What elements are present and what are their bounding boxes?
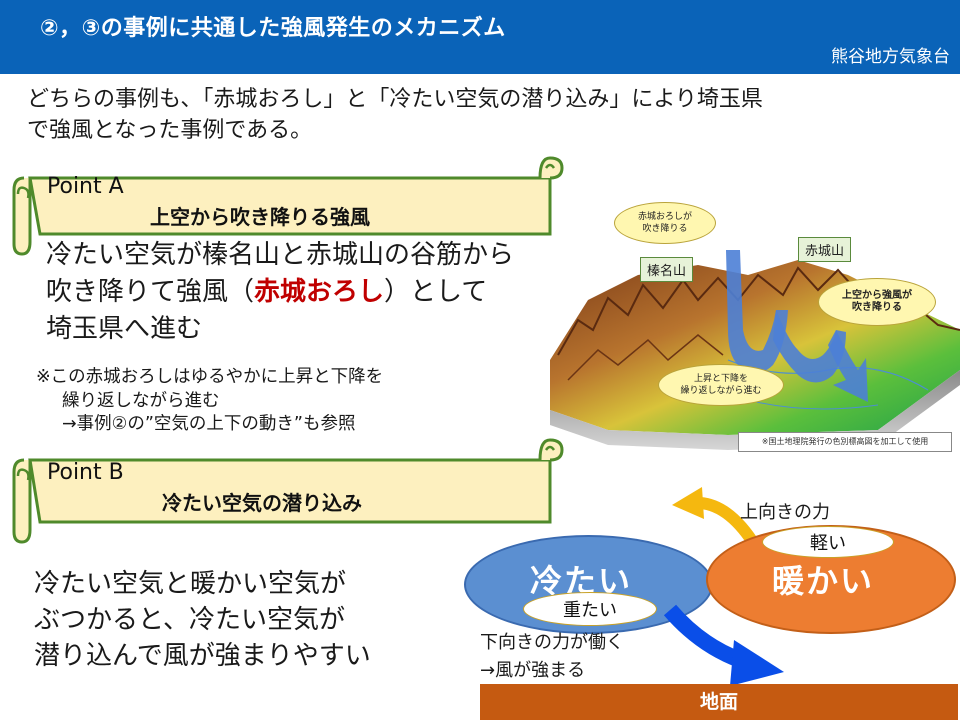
point-b-subtitle: 冷たい空気の潜り込み: [162, 491, 362, 515]
point-a-subtitle: 上空から吹き降りる強風: [150, 205, 370, 229]
downward-force-line-2: →風が強まる: [480, 660, 586, 681]
point-a-body-line-2-post: ）として: [384, 277, 488, 307]
point-b-body-line-3: 潜り込んで風が強まりやすい: [34, 641, 371, 671]
ground-bar: 地面: [480, 684, 958, 720]
akagi-oroshi-term: 赤城おろし: [254, 277, 385, 307]
map-credit: ※国土地理院発行の色別標高図を加工して使用: [738, 432, 952, 452]
map-bubble-top: 赤城おろしが吹き降りる: [614, 202, 716, 244]
map-bubble-top-line-1: 赤城おろしが: [637, 212, 692, 222]
point-a-body: 冷たい空気が榛名山と赤城山の谷筋から 吹き降りて強風（赤城おろし）として 埼玉県…: [46, 237, 646, 348]
point-b-scroll: [12, 438, 564, 544]
map-bubble-bottom-line-2: 繰り返しながら進む: [680, 386, 762, 396]
page-title: ②，③の事例に共通した強風発生のメカニズム: [40, 16, 506, 41]
map-bubble-top-line-2: 吹き降りる: [642, 224, 688, 234]
note-line-2: 繰り返しながら進む: [62, 390, 220, 411]
point-a-body-line-2-pre: 吹き降りて強風（: [46, 277, 255, 307]
terrain-map: 赤城おろしが吹き降りる 榛名山 赤城山 上空から強風が吹き降りる 上昇と下降を繰…: [548, 180, 960, 457]
point-a-scroll: [12, 156, 564, 256]
header-bar: [0, 0, 960, 74]
downward-force-line-1: 下向きの力が働く: [480, 632, 624, 653]
map-bubble-right: 上空から強風が吹き降りる: [818, 278, 936, 326]
map-tag-haruna: 榛名山: [640, 257, 694, 282]
point-b-body-line-2: ぶつかると、冷たい空気が: [34, 605, 345, 635]
intro-text: どちらの事例も、「赤城おろし」と「冷たい空気の潜り込み」により埼玉県 で強風とな…: [27, 84, 947, 146]
light-pill: 軽い: [762, 526, 894, 558]
point-a-body-line-1: 冷たい空気が榛名山と赤城山の谷筋から: [46, 240, 515, 270]
point-a-body-line-2: 吹き降りて強風（赤城おろし）として: [46, 274, 646, 311]
point-a-label: Point A: [47, 174, 124, 199]
point-b-label: Point B: [47, 460, 124, 485]
note-line-1: ※この赤城おろしはゆるやかに上昇と下降を: [36, 367, 384, 387]
map-bubble-right-line-1: 上空から強風が: [842, 290, 912, 301]
note-line-3: →事例②の”空気の上下の動き”も参照: [62, 414, 356, 434]
map-bubble-bottom-line-1: 上昇と下降を: [693, 374, 748, 384]
downward-arrow: [663, 604, 784, 686]
point-a-body-line-3: 埼玉県へ進む: [46, 314, 203, 344]
intro-line-1: どちらの事例も、「赤城おろし」と「冷たい空気の潜り込み」により埼玉県: [27, 87, 763, 112]
point-b-body-line-1: 冷たい空気と暖かい空気が: [34, 569, 347, 599]
map-bubble-right-line-2: 吹き降りる: [852, 302, 902, 313]
point-a-note: ※この赤城おろしはゆるやかに上昇と下降を 繰り返しながら進む →事例②の”空気の…: [36, 366, 556, 437]
upward-force-label: 上向きの力: [740, 502, 830, 523]
warm-label: 暖かい: [772, 562, 875, 600]
heavy-pill: 重たい: [523, 592, 657, 626]
office-name: 熊谷地方気象台: [831, 47, 950, 67]
point-b-body: 冷たい空気と暖かい空気が ぶつかると、冷たい空気が 潜り込んで風が強まりやすい: [34, 566, 464, 674]
intro-line-2: で強風となった事例である。: [27, 118, 313, 143]
map-tag-akagi: 赤城山: [798, 237, 852, 262]
map-bubble-bottom: 上昇と下降を繰り返しながら進む: [658, 364, 784, 406]
